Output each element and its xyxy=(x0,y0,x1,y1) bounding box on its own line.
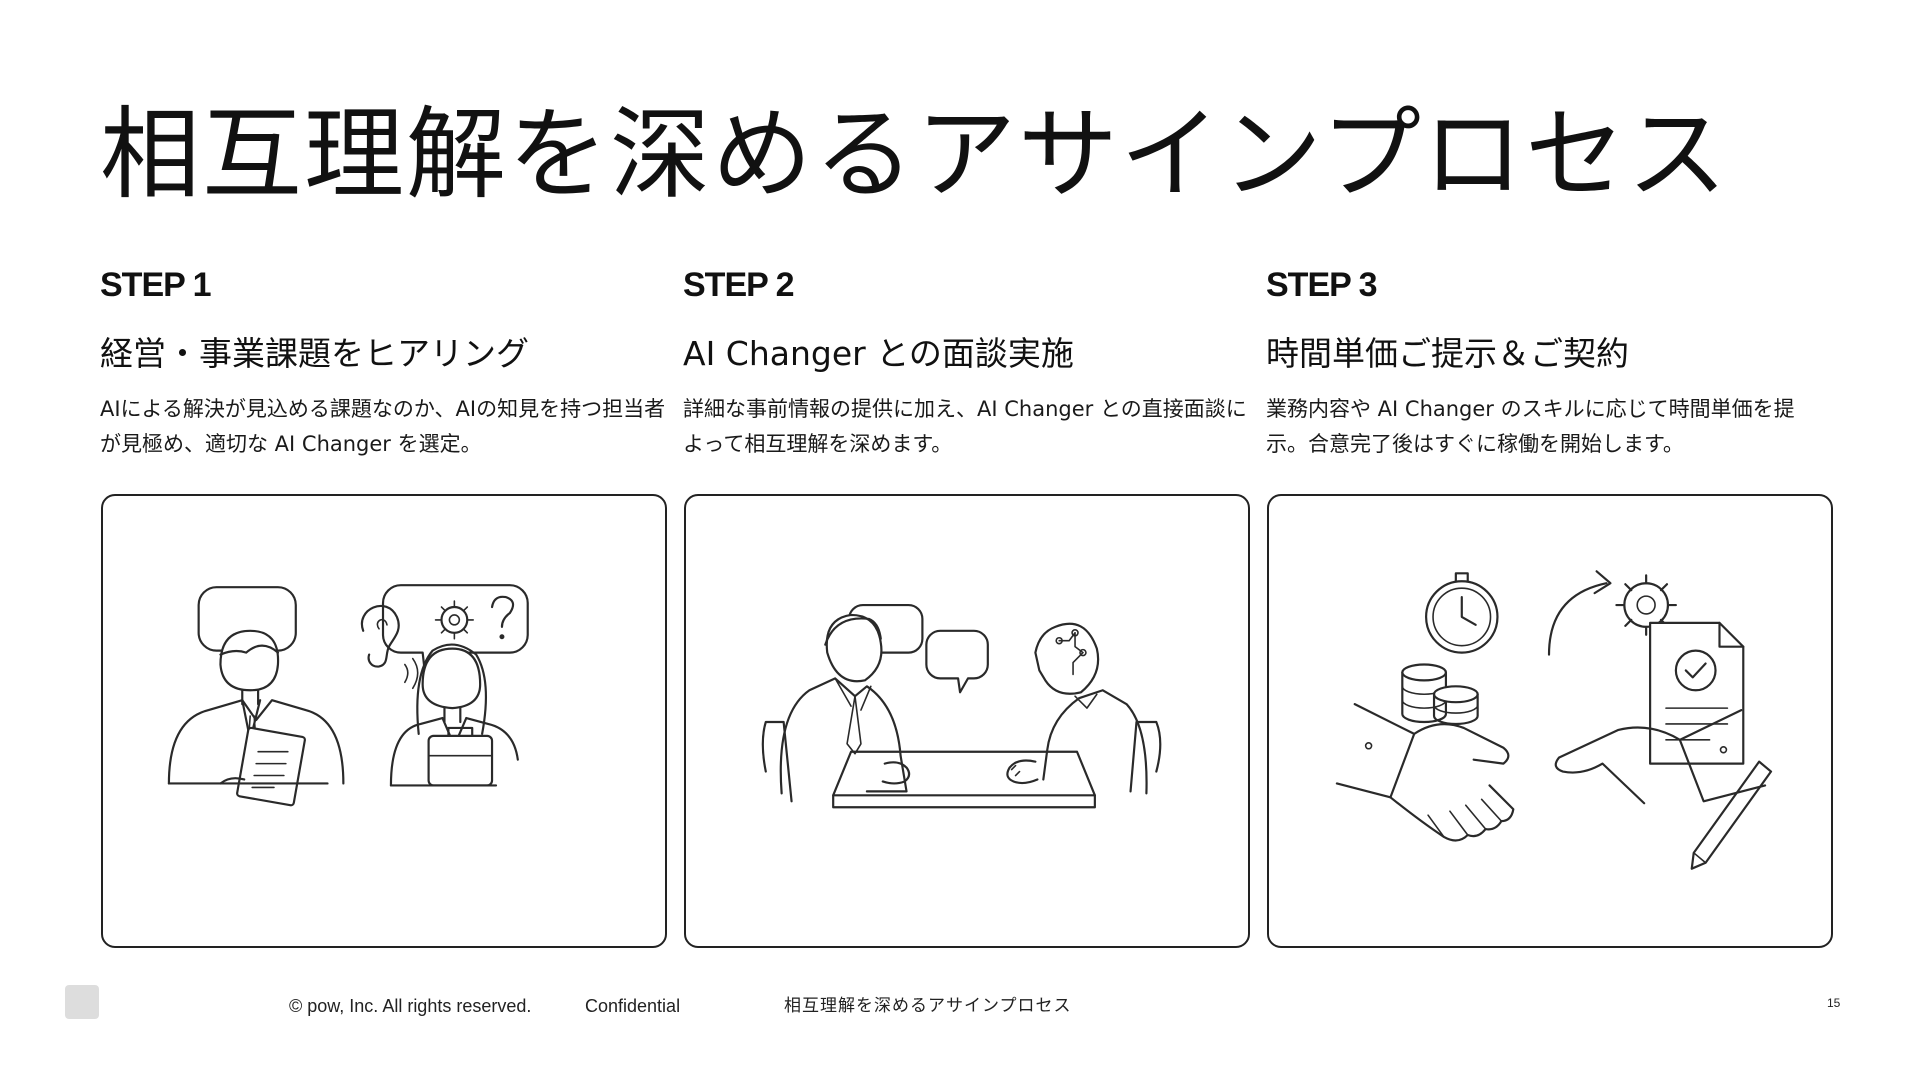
step-2-illustration-card xyxy=(684,494,1250,948)
step-heading: 時間単価ご提示＆ご契約 xyxy=(1266,334,1629,373)
company-logo-placeholder xyxy=(65,985,99,1019)
step-description: 業務内容や AI Changer のスキルに応じて時間単価を提示。合意完了後はす… xyxy=(1266,397,1795,456)
table xyxy=(832,750,1096,797)
footer-copyright: © pow, Inc. All rights reserved. xyxy=(289,996,532,1016)
pen-icon xyxy=(1690,760,1773,870)
man-with-clipboard xyxy=(167,629,345,807)
contract-illustration xyxy=(1335,570,1773,870)
businessman xyxy=(779,613,911,795)
step-heading: 経営・事業課題をヒアリング xyxy=(100,334,529,373)
circuit-icon xyxy=(1058,631,1084,676)
woman-with-briefcase xyxy=(389,643,519,787)
step-label: STEP 3 xyxy=(1266,266,1378,304)
interview-illustration xyxy=(761,603,1162,809)
ear-icon xyxy=(360,605,400,668)
hearing-illustration xyxy=(167,584,529,807)
footer-title: 相互理解を深めるアサインプロセス xyxy=(784,996,1072,1016)
step-1-text: STEP 1 経営・事業課題をヒアリング AIによる解決が見込める課題なのか、A… xyxy=(100,262,668,462)
ai-robot xyxy=(1006,622,1148,795)
page-number: 15 xyxy=(1827,996,1841,1010)
gear-icon xyxy=(434,600,475,640)
step-heading: AI Changer との面談実施 xyxy=(683,334,1074,373)
document-check-icon xyxy=(1649,621,1745,765)
step-1-illustration-card xyxy=(101,494,667,948)
question-mark-icon xyxy=(490,595,515,640)
step-label: STEP 1 xyxy=(100,266,212,304)
arrow-icon xyxy=(1547,582,1608,656)
handshake-icon xyxy=(1335,703,1767,842)
clock-icon xyxy=(1425,572,1499,654)
coins-icon xyxy=(1401,663,1479,726)
speech-bubble-icon xyxy=(925,629,989,694)
step-2-text: STEP 2 AI Changer との面談実施 詳細な事前情報の提供に加え、A… xyxy=(683,262,1251,462)
step-label: STEP 2 xyxy=(683,266,795,304)
step-3-text: STEP 3 時間単価ご提示＆ご契約 業務内容や AI Changer のスキル… xyxy=(1266,262,1834,462)
footer-confidential: Confidential xyxy=(585,996,681,1016)
step-description: AIによる解決が見込める課題なのか、AIの知見を持つ担当者が見極め、適切な AI… xyxy=(100,397,666,456)
page-title: 相互理解を深めるアサインプロセス xyxy=(100,96,1729,213)
step-description: 詳細な事前情報の提供に加え、AI Changer との直接面談によって相互理解を… xyxy=(683,397,1247,456)
step-3-illustration-card xyxy=(1267,494,1833,948)
